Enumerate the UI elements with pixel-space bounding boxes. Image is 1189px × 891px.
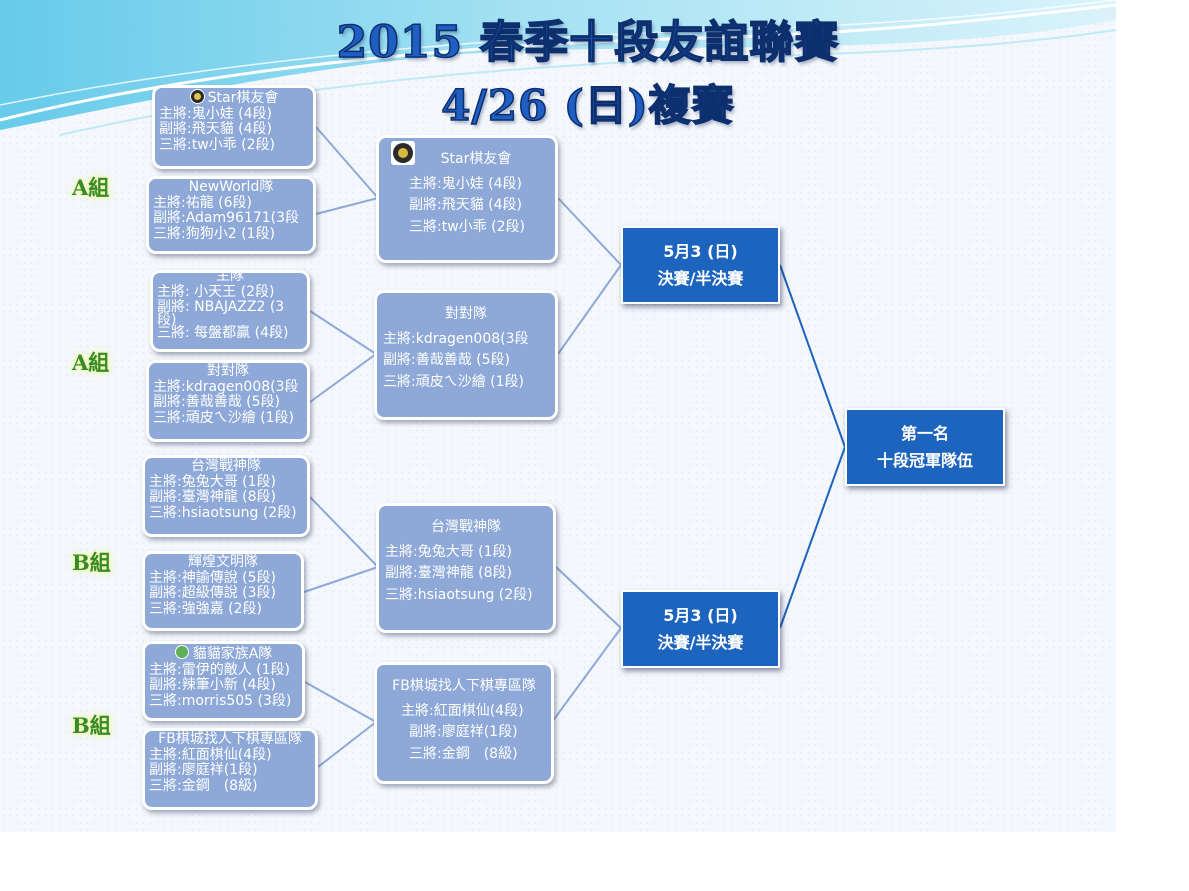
player-vice: 副將:臺灣神龍 (8段) xyxy=(385,565,512,582)
semifinal-box-top: 5月3 (日) 決賽/半決賽 xyxy=(621,226,780,304)
round2-team-card-taiwan: 台灣戰神隊 主將:兔兔大哥 (1段) 副將:臺灣神龍 (8段) 三將:hsiao… xyxy=(376,503,556,633)
round1-team-card-newworld: NewWorld隊 主將:祐龍 (6段) 副將:Adam96171(3段 三將:… xyxy=(146,176,316,254)
player-captain: 主將:神諭傳說 (5段) xyxy=(149,569,276,586)
player-vice-overflow: 段) xyxy=(157,312,177,329)
player-third: 三將:頑皮ㄟ沙繪 (1段) xyxy=(153,410,294,427)
title-line-1: 2015 春季十段友誼聯賽 xyxy=(336,16,840,69)
round1-team-card-duidui: 對對隊 主將:kdragen008(3段 副將:善哉善哉 (5段) 三將:頑皮ㄟ… xyxy=(146,360,310,442)
team-name: NewWorld隊 xyxy=(188,179,274,195)
player-captain: 主將:祐龍 (6段) xyxy=(153,194,252,211)
team-name: 台灣戰神隊 xyxy=(431,519,501,535)
player-vice: 副將:臺灣神龍 (8段) xyxy=(149,489,276,506)
team-name: 台灣戰神隊 xyxy=(191,458,261,474)
group-label-a1: A組 xyxy=(72,175,110,200)
round1-team-card-star: Star棋友會 主將:鬼小娃 (4段) 副將:飛天貓 (4段) 三將:tw小乖 … xyxy=(152,85,316,169)
player-third: 三將:金鋼 (8級) xyxy=(149,778,258,795)
team-name: FB棋城找人下棋專區隊 xyxy=(158,731,302,747)
semifinal-date: 5月3 (日) xyxy=(663,605,738,625)
player-captain: 主將:兔兔大哥 (1段) xyxy=(149,473,276,490)
team-name: 輝煌文明隊 xyxy=(188,554,258,570)
team-name: Star棋友會 xyxy=(207,90,279,106)
player-captain: 主將:雷伊的敵人 (1段) xyxy=(149,661,290,678)
player-third: 三將:morris505 (3段) xyxy=(149,693,292,710)
player-third: 三將:hsiaotsung (2段) xyxy=(149,505,297,522)
player-vice: 副將:飛天貓 (4段) xyxy=(159,121,272,138)
player-vice: 副將:超級傳說 (3段) xyxy=(149,585,276,602)
player-vice: 副將:Adam96171(3段 xyxy=(153,210,300,227)
player-captain: 主將:紅面棋仙(4段) xyxy=(149,746,272,763)
round1-team-card-huihuang: 輝煌文明隊 主將:神諭傳說 (5段) 副將:超級傳說 (3段) 三將:強強嘉 (… xyxy=(142,551,304,631)
champion-subtitle: 十段冠軍隊伍 xyxy=(876,451,973,470)
team-logo-icon xyxy=(174,645,189,659)
player-captain: 主將:kdragen008(3段 xyxy=(383,330,529,347)
team-name: 貓貓家族A隊 xyxy=(192,646,273,662)
player-third: 三將:金鋼 (8級) xyxy=(409,746,518,763)
player-captain: 主將: 小天王 (2段) xyxy=(157,283,275,300)
wave-decoration xyxy=(0,0,1116,136)
round2-team-card-star: Star棋友會 主將:鬼小娃 (4段) 副將:飛天貓 (4段) 三將:tw小乖 … xyxy=(376,135,558,263)
semifinal-label: 決賽/半決賽 xyxy=(657,633,744,652)
group-label-a2: A組 xyxy=(72,350,110,375)
player-vice: 副將:辣筆小新 (4段) xyxy=(149,677,276,694)
player-third: 三將:狗狗小2 (1段) xyxy=(153,226,275,243)
team-name: Star棋友會 xyxy=(440,151,512,167)
semifinal-label: 決賽/半決賽 xyxy=(657,269,744,288)
slide: 2015 春季十段友誼聯賽 4/26 (日)複賽 A組 A組 B組 B組 Sta… xyxy=(0,0,1116,832)
team-logo-icon xyxy=(189,89,205,104)
player-captain: 主將:kdragen008(3段 xyxy=(153,378,299,395)
player-vice: 副將: NBAJAZZ2 (3 xyxy=(157,299,285,316)
player-third: 三將:強強嘉 (2段) xyxy=(149,601,262,618)
round2-team-card-duidui: 對對隊 主將:kdragen008(3段 副將:善哉善哉 (5段) 三將:頑皮ㄟ… xyxy=(374,290,558,420)
player-third: 三將: 每盤都贏 (4段) xyxy=(157,324,289,341)
player-vice: 副將:善哉善哉 (5段) xyxy=(153,394,280,411)
player-third: 三將:tw小乖 (2段) xyxy=(159,137,275,154)
team-name: 對對隊 xyxy=(445,306,487,322)
round1-team-card-taiwan: 台灣戰神隊 主將:兔兔大哥 (1段) 副將:臺灣神龍 (8段) 三將:hsiao… xyxy=(142,455,310,537)
player-captain: 主將:兔兔大哥 (1段) xyxy=(385,543,512,560)
player-captain: 主將:鬼小娃 (4段) xyxy=(409,175,522,192)
round2-team-card-fb: FB棋城找人下棋專區隊 主將:紅面棋仙(4段) 副將:廖庭祥(1段) 三將:金鋼… xyxy=(374,662,554,784)
round1-team-card-maomao: 貓貓家族A隊 主將:雷伊的敵人 (1段) 副將:辣筆小新 (4段) 三將:mor… xyxy=(142,641,305,721)
player-captain: 主將:紅面棋仙(4段) xyxy=(401,702,524,719)
title-line-2: 4/26 (日)複賽 xyxy=(441,80,735,131)
round1-team-card-fb: FB棋城找人下棋專區隊 主將:紅面棋仙(4段) 副將:廖庭祥(1段) 三將:金鋼… xyxy=(142,728,318,810)
player-captain: 主將:鬼小娃 (4段) xyxy=(159,105,272,122)
bracket-connectors xyxy=(303,126,846,768)
player-vice: 副將:廖庭祥(1段) xyxy=(149,762,258,779)
player-vice: 副將:飛天貓 (4段) xyxy=(409,197,522,214)
team-logo-icon xyxy=(391,141,415,165)
round1-team-card-home: 主隊 主將: 小天王 (2段) 副將: NBAJAZZ2 (3 段) 三將: 每… xyxy=(150,270,310,352)
player-vice: 副將:善哉善哉 (5段) xyxy=(383,352,510,369)
player-third: 三將:tw小乖 (2段) xyxy=(409,219,525,236)
semifinal-date: 5月3 (日) xyxy=(663,241,738,261)
group-label-b1: B組 xyxy=(72,550,111,575)
player-third: 三將:頑皮ㄟ沙繪 (1段) xyxy=(383,374,524,391)
player-third: 三將:hsiaotsung (2段) xyxy=(385,587,533,604)
champion-title: 第一名 xyxy=(900,423,949,443)
team-name: 主隊 xyxy=(216,270,244,284)
team-name: FB棋城找人下棋專區隊 xyxy=(392,678,536,694)
player-vice: 副將:廖庭祥(1段) xyxy=(409,724,518,741)
team-name: 對對隊 xyxy=(207,363,249,379)
semifinal-box-bottom: 5月3 (日) 決賽/半決賽 xyxy=(621,590,780,668)
group-label-b2: B組 xyxy=(72,713,111,738)
champion-box: 第一名 十段冠軍隊伍 xyxy=(845,408,1005,486)
